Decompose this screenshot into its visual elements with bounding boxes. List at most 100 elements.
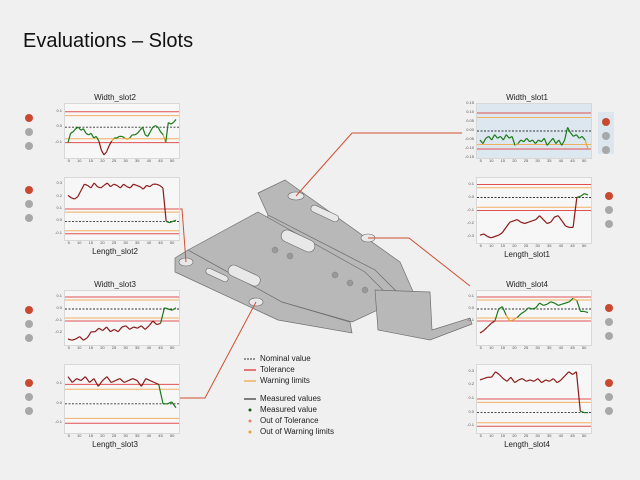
y-tick-label: 0.1 bbox=[56, 380, 62, 386]
chart-bottom-label: Length_slot3 bbox=[92, 440, 138, 449]
legend-item-tolerance: Tolerance bbox=[244, 365, 295, 374]
status-light-red bbox=[25, 379, 33, 387]
status-light-red bbox=[605, 192, 613, 200]
y-tick-label: -0.1 bbox=[467, 422, 474, 428]
status-light-gray bbox=[25, 142, 33, 150]
status-light-gray bbox=[605, 318, 613, 326]
y-tick-label: 0.0 bbox=[56, 217, 62, 223]
status-light-gray bbox=[605, 206, 613, 214]
plot-area bbox=[476, 290, 592, 346]
status-light-red bbox=[25, 114, 33, 122]
y-tick-label: -0.15 bbox=[464, 154, 474, 159]
y-tick-label: -0.1 bbox=[55, 419, 62, 425]
status-lights-length-slot3 bbox=[22, 373, 36, 421]
y-tick-label: 0.2 bbox=[468, 381, 474, 387]
status-light-gray bbox=[25, 320, 33, 328]
status-lights-width-slot1 bbox=[598, 112, 614, 154]
chart-title: Width_slot2 bbox=[94, 93, 136, 102]
status-light-gray bbox=[605, 393, 613, 401]
status-light-red bbox=[602, 118, 610, 126]
chart-bottom-label: Length_slot4 bbox=[504, 440, 550, 449]
status-lights-width-slot4 bbox=[602, 298, 616, 346]
y-tick-label: 0.3 bbox=[468, 367, 474, 373]
status-light-gray bbox=[25, 200, 33, 208]
status-light-gray bbox=[602, 146, 610, 154]
y-tick-label: 0.1 bbox=[56, 107, 62, 113]
status-light-gray bbox=[605, 332, 613, 340]
chart-title: Width_slot4 bbox=[506, 280, 548, 289]
status-light-red bbox=[25, 186, 33, 194]
y-tick-label: 0.00 bbox=[466, 127, 474, 132]
y-tick-label: -0.3 bbox=[467, 232, 474, 238]
chart-bottom-label: Length_slot1 bbox=[504, 250, 550, 259]
y-tick-label: 0.15 bbox=[466, 100, 474, 105]
y-tick-label: 0.0 bbox=[56, 123, 62, 129]
y-tick-label: 0.0 bbox=[56, 399, 62, 405]
plot-area bbox=[476, 177, 592, 244]
status-light-gray bbox=[605, 407, 613, 415]
legend-item-warning: Warning limits bbox=[244, 376, 310, 385]
status-light-red bbox=[605, 379, 613, 387]
legend-item-out-of-tolerance: Out of Tolerance bbox=[244, 415, 334, 426]
plot-area bbox=[64, 290, 180, 346]
plot-area bbox=[476, 103, 592, 159]
y-tick-label: -0.2 bbox=[467, 219, 474, 225]
y-tick-label: -0.1 bbox=[55, 138, 62, 144]
y-tick-label: -0.1 bbox=[55, 317, 62, 322]
legend-item-nominal: Nominal value bbox=[244, 354, 311, 363]
status-light-gray bbox=[25, 128, 33, 136]
chart-title: Width_slot1 bbox=[506, 93, 548, 102]
status-light-gray bbox=[25, 393, 33, 401]
status-lights-length-slot4 bbox=[602, 373, 616, 421]
chart-title: Width_slot3 bbox=[94, 280, 136, 289]
legend: Nominal value Tolerance Warning limits M… bbox=[244, 353, 334, 437]
plot-area bbox=[64, 103, 180, 159]
y-tick-label: 0.1 bbox=[56, 293, 62, 298]
y-tick-label: 0.05 bbox=[466, 118, 474, 123]
y-tick-label: -0.1 bbox=[55, 229, 62, 235]
y-tick-label: 0.1 bbox=[468, 293, 474, 298]
plot-area bbox=[476, 364, 592, 434]
status-light-gray bbox=[25, 334, 33, 342]
y-tick-label: 0.1 bbox=[468, 395, 474, 400]
y-tick-label: 0.0 bbox=[468, 305, 474, 310]
page-title: Evaluations – Slots bbox=[23, 30, 194, 52]
y-tick-label: -0.1 bbox=[467, 206, 474, 212]
y-tick-label: -0.05 bbox=[464, 136, 474, 141]
y-tick-label: 0.0 bbox=[56, 305, 62, 310]
status-light-gray bbox=[605, 220, 613, 228]
y-tick-label: -0.10 bbox=[464, 145, 474, 150]
legend-item-measured-value: Measured value bbox=[244, 404, 334, 415]
status-lights-width-slot3 bbox=[22, 300, 36, 348]
y-tick-label: 0.2 bbox=[56, 192, 62, 198]
y-tick-label: -0.2 bbox=[55, 329, 62, 334]
y-tick-label: 0.0 bbox=[468, 193, 474, 199]
status-lights-width-slot2 bbox=[22, 108, 36, 156]
status-light-gray bbox=[25, 407, 33, 415]
status-light-red bbox=[25, 306, 33, 314]
plot-area bbox=[64, 364, 180, 434]
status-light-red bbox=[605, 304, 613, 312]
y-tick-label: 0.1 bbox=[468, 180, 474, 186]
y-tick-label: -0.1 bbox=[467, 317, 474, 322]
legend-item-measured-values: Measured values bbox=[244, 394, 321, 403]
status-lights-length-slot2 bbox=[22, 180, 36, 228]
status-light-gray bbox=[602, 132, 610, 140]
y-tick-label: 0.0 bbox=[468, 408, 474, 414]
